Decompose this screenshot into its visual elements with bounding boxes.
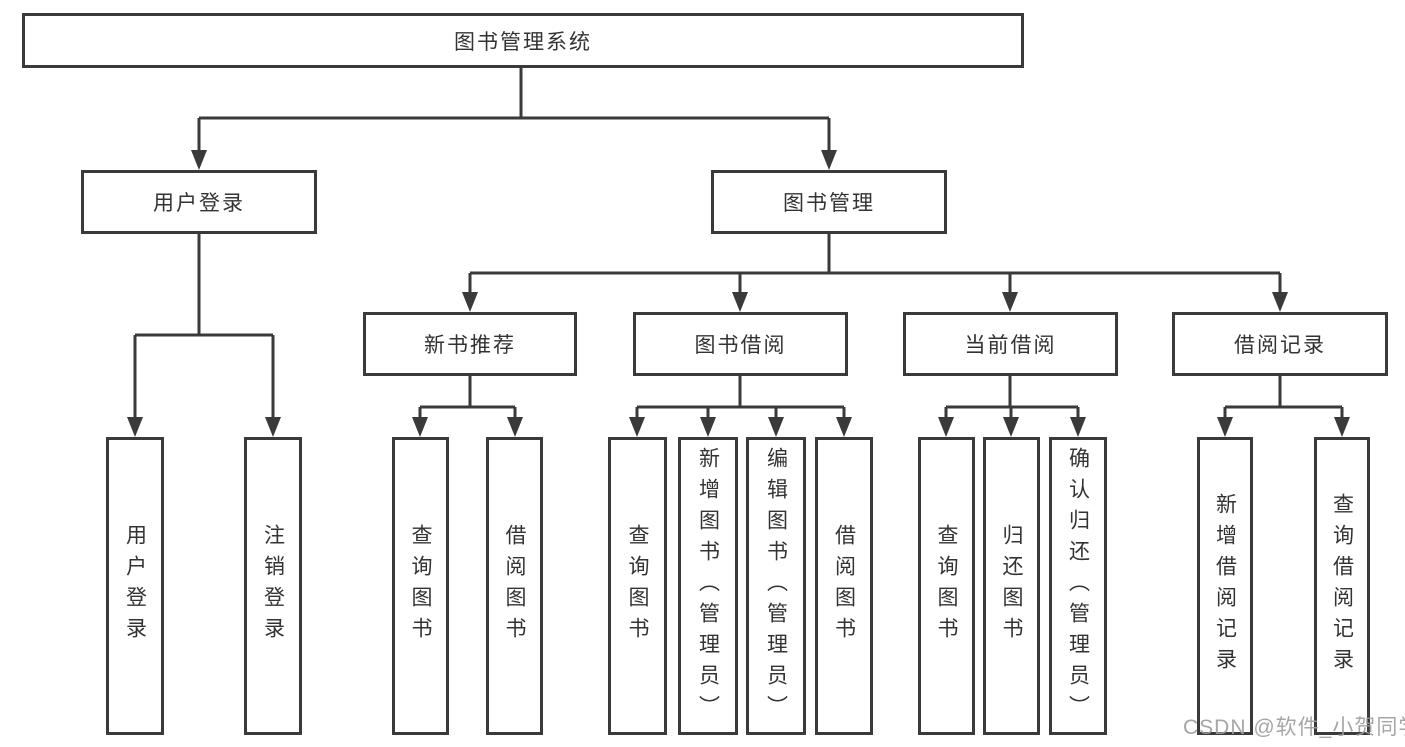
leaf-bb-borrow-books-label: 借阅图书 <box>832 524 856 648</box>
node-borrow-records-label: 借阅记录 <box>1234 334 1326 357</box>
node-current-borrow: 当前借阅 <box>903 312 1118 376</box>
leaf-br-add-record-label: 新增借阅记录 <box>1213 493 1237 679</box>
leaf-cb-confirm-return-label: 确认归还（管理员） <box>1066 446 1090 726</box>
csdn-watermark: CSDN @软件_小贺同学 <box>1183 716 1405 739</box>
leaf-br-query-record: 查询借阅记录 <box>1314 437 1370 735</box>
connector-new-book-recommend-to-leaves <box>412 376 523 437</box>
node-user-login-label: 用户登录 <box>153 192 245 215</box>
leaf-cb-return-books-label: 归还图书 <box>1000 524 1023 648</box>
leaf-user-login: 用户登录 <box>106 437 164 735</box>
connector-user-login-to-leaves <box>127 234 281 437</box>
node-book-management-label: 图书管理 <box>783 192 875 215</box>
node-new-book-recommend-label: 新书推荐 <box>424 334 516 357</box>
leaf-br-query-record-label: 查询借阅记录 <box>1330 493 1354 679</box>
node-root-system-label: 图书管理系统 <box>454 30 592 54</box>
leaf-cb-confirm-return: 确认归还（管理员） <box>1049 437 1107 735</box>
leaf-nb-query-books: 查询图书 <box>392 437 449 735</box>
leaf-logout: 注销登录 <box>244 437 302 735</box>
node-user-login: 用户登录 <box>81 170 317 234</box>
leaf-bb-query-books-label: 查询图书 <box>626 524 649 648</box>
node-book-borrow-label: 图书借阅 <box>694 334 787 357</box>
leaf-cb-query-books: 查询图书 <box>918 437 975 735</box>
node-root-system: 图书管理系统 <box>22 13 1024 68</box>
connector-book-management-to-level3 <box>462 234 1288 312</box>
connector-book-borrow-to-leaves <box>629 376 852 437</box>
connector-root-to-level2 <box>191 68 837 170</box>
node-book-borrow: 图书借阅 <box>633 312 848 376</box>
leaf-user-login-label: 用户登录 <box>123 524 147 648</box>
leaf-bb-borrow-books: 借阅图书 <box>815 437 873 735</box>
connector-borrow-records-to-leaves <box>1217 376 1350 437</box>
leaf-br-add-record: 新增借阅记录 <box>1197 437 1253 735</box>
leaf-nb-borrow-books-label: 借阅图书 <box>503 524 526 648</box>
leaf-bb-edit-books: 编辑图书（管理员） <box>746 437 806 735</box>
leaf-nb-borrow-books: 借阅图书 <box>486 437 543 735</box>
leaf-bb-edit-books-label: 编辑图书（管理员） <box>764 446 788 726</box>
node-book-management: 图书管理 <box>711 170 947 234</box>
leaf-logout-label: 注销登录 <box>261 524 285 648</box>
leaf-cb-return-books: 归还图书 <box>983 437 1040 735</box>
leaf-bb-add-books: 新增图书（管理员） <box>678 437 738 735</box>
node-borrow-records: 借阅记录 <box>1172 312 1388 376</box>
leaf-bb-query-books: 查询图书 <box>608 437 667 735</box>
leaf-cb-query-books-label: 查询图书 <box>935 524 958 648</box>
connector-current-borrow-to-leaves <box>938 376 1086 437</box>
leaf-nb-query-books-label: 查询图书 <box>409 524 432 648</box>
leaf-bb-add-books-label: 新增图书（管理员） <box>696 446 720 726</box>
node-current-borrow-label: 当前借阅 <box>964 334 1057 357</box>
node-new-book-recommend: 新书推荐 <box>363 312 577 376</box>
